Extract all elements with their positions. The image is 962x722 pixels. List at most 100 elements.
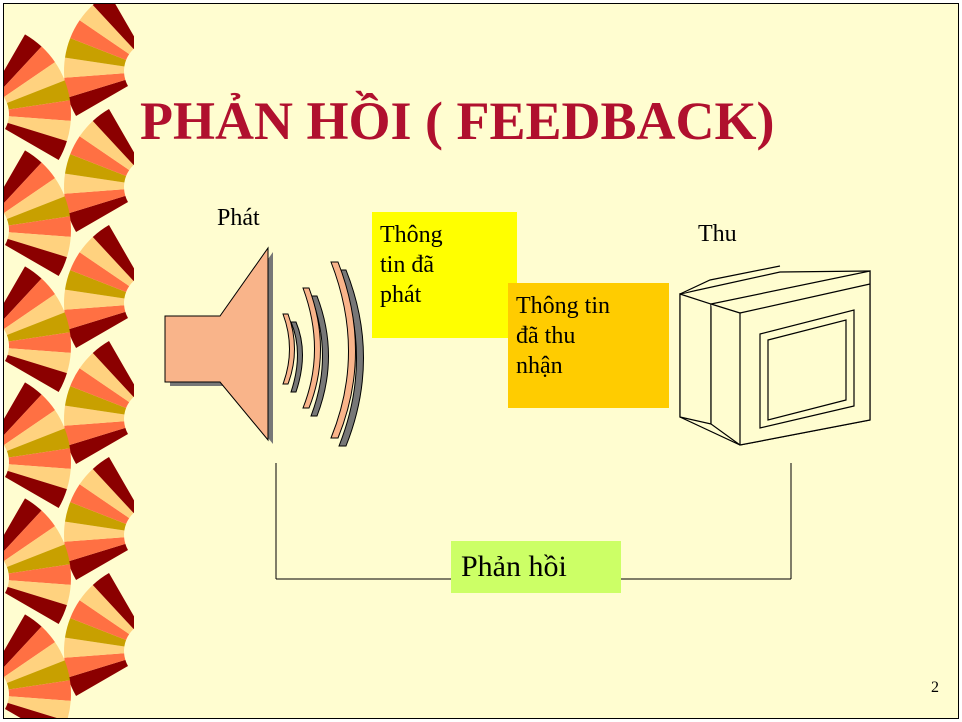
page-number: 2 — [931, 679, 939, 696]
fan-segment — [70, 368, 130, 409]
fan-segment — [64, 537, 126, 562]
fan-segment — [92, 109, 134, 166]
monitor-icon — [679, 265, 871, 446]
slide: PHẢN HỒI ( FEEDBACK) Phát Thu — [3, 3, 959, 719]
fan-segment — [8, 564, 71, 585]
fan-segment — [64, 73, 126, 98]
fan-segment — [6, 80, 70, 110]
fan-segment — [6, 544, 70, 574]
fan-segment — [67, 427, 129, 464]
fan-segment — [4, 354, 67, 392]
fan-segment — [4, 266, 42, 320]
fan-segment — [64, 521, 125, 542]
fan-segment — [79, 353, 134, 403]
slide-title: PHẢN HỒI ( FEEDBACK) — [140, 91, 775, 151]
received-info-line: đã thu — [516, 323, 576, 349]
fan-segment — [4, 642, 65, 684]
fan-segment — [4, 510, 56, 561]
fan-segment — [67, 543, 129, 580]
fan-segment — [4, 178, 65, 220]
fan-segment — [4, 278, 56, 329]
fan-segment — [92, 341, 134, 398]
fan-segment — [4, 586, 67, 624]
fan-segment — [4, 394, 56, 445]
fan-segment — [4, 46, 56, 97]
speaker-icon — [164, 246, 273, 444]
sent-info-line: tin đã — [380, 252, 434, 278]
fan-segment — [92, 573, 134, 630]
fan-segment — [79, 5, 134, 55]
fan-segment — [67, 79, 129, 116]
fan-segment — [70, 136, 130, 177]
fan-segment — [4, 150, 42, 204]
fan-segment — [65, 386, 127, 415]
fan-segment — [64, 405, 125, 426]
fan-segment — [4, 702, 57, 718]
fan-segment — [4, 470, 67, 508]
feedback-loop-lines — [275, 463, 792, 580]
decorative-fan-border — [4, 4, 134, 718]
fan-segment — [7, 696, 71, 718]
fan-segment — [65, 38, 127, 67]
fan-segment — [64, 173, 125, 194]
fan-segment — [4, 34, 42, 88]
fan-segment — [67, 311, 129, 348]
fan-segment — [64, 189, 126, 214]
fan-segment — [64, 57, 125, 78]
fan-segment — [79, 121, 134, 171]
fan-segment — [4, 526, 65, 568]
fan-segment — [8, 448, 71, 469]
fan-segment — [70, 252, 130, 293]
fan-segment — [92, 457, 134, 514]
communication-diagram — [164, 246, 871, 580]
fan-segment — [70, 484, 130, 525]
fan-segment — [4, 626, 56, 677]
fan-segment — [6, 660, 70, 690]
received-info-line: Thông tin — [516, 293, 610, 319]
fan-segment — [6, 312, 70, 342]
fan-segment — [67, 659, 129, 696]
fan-segment — [4, 62, 65, 104]
fan-segment — [70, 20, 130, 61]
fan-segment — [64, 637, 125, 658]
fan-segment — [8, 216, 71, 237]
fan-segment — [7, 348, 71, 374]
fan-segment — [65, 270, 127, 299]
fan-segment — [8, 332, 71, 353]
fan-segment — [6, 428, 70, 458]
fan-segment — [92, 225, 134, 282]
fan-segment — [79, 237, 134, 287]
fan-segment — [4, 382, 42, 436]
received-info-box: Thông tin đã thu nhận — [508, 283, 669, 408]
fan-segment — [64, 421, 126, 446]
fan-segment — [64, 305, 126, 330]
fan-segment — [92, 4, 134, 50]
fan-segment — [70, 600, 130, 641]
fan-segment — [4, 294, 65, 336]
fan-segment — [6, 196, 70, 226]
received-info-line: nhận — [516, 353, 563, 379]
feedback-label: Phản hồi — [451, 541, 621, 593]
sent-info-line: phát — [380, 282, 422, 308]
fan-segment — [7, 232, 71, 258]
fan-segment — [67, 195, 129, 232]
fan-segment — [79, 469, 134, 519]
fan-segment — [4, 410, 65, 452]
fan-segment — [64, 289, 125, 310]
sent-info-line: Thông — [380, 222, 443, 248]
sender-label: Phát — [217, 205, 260, 231]
fan-segment — [65, 154, 127, 183]
fan-segment — [7, 464, 71, 490]
fan-segment — [79, 585, 134, 635]
fan-segment — [64, 653, 126, 678]
fan-segment — [4, 122, 67, 160]
fan-segment — [4, 614, 42, 668]
fan-segment — [4, 498, 42, 552]
fan-segment — [4, 238, 67, 276]
fan-segment — [7, 116, 71, 142]
sound-waves-icon — [282, 261, 364, 447]
sent-info-box: Thông tin đã phát — [372, 212, 517, 338]
fan-segment — [4, 162, 56, 213]
fan-segment — [65, 502, 127, 531]
fan-segment — [8, 100, 71, 121]
